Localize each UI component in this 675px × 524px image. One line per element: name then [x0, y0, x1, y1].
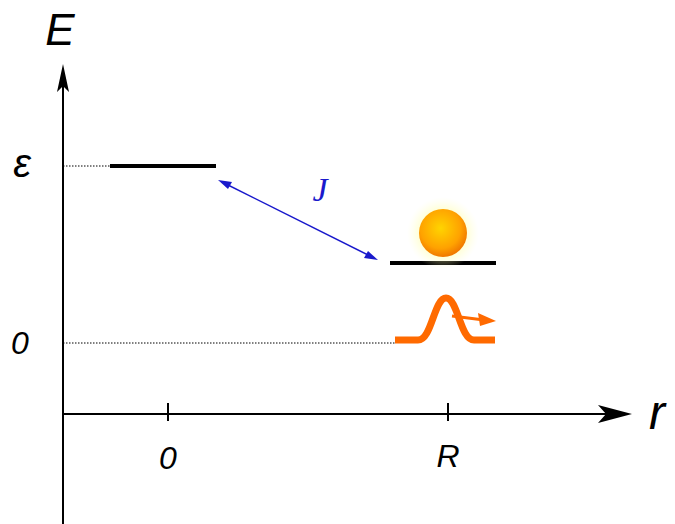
- tick-label: 0: [159, 442, 177, 474]
- wave-packet: [395, 298, 495, 340]
- axis-title: r: [649, 389, 665, 437]
- energy-axis: [62, 78, 64, 524]
- tick-label: R: [436, 440, 459, 472]
- arrowhead: [478, 313, 496, 326]
- position-axis: [63, 413, 618, 415]
- coupling-arrow: [226, 184, 370, 256]
- guide-line: [63, 343, 395, 344]
- excitation-ball: [419, 209, 467, 257]
- guide-line: [63, 166, 110, 167]
- axis-arrowhead: [598, 405, 632, 423]
- energy-level: [110, 164, 216, 168]
- excitation-glow: [407, 197, 479, 269]
- energy-value: ε: [13, 143, 31, 183]
- tick: [167, 403, 169, 421]
- coupling-label: J: [312, 173, 327, 207]
- axis-title: E: [45, 8, 74, 52]
- energy-value: 0: [11, 327, 29, 359]
- arrowhead: [364, 251, 378, 260]
- tick: [447, 403, 449, 421]
- axis-arrowhead: [57, 64, 69, 92]
- arrowhead: [218, 180, 232, 189]
